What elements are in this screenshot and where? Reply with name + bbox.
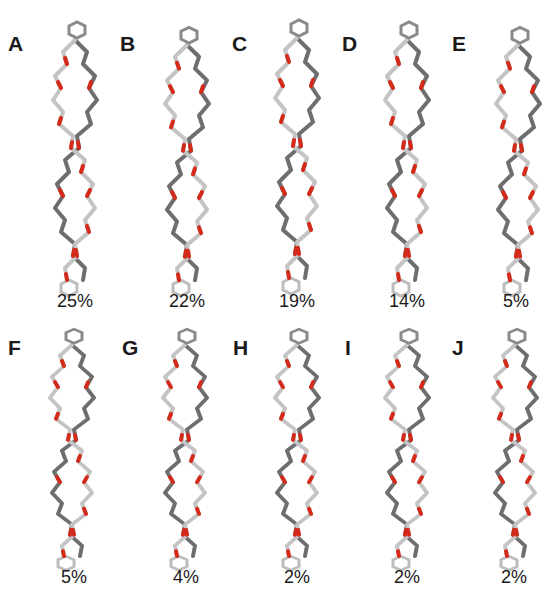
population-percent: 14%: [389, 292, 425, 310]
panel-letter: G: [122, 337, 138, 358]
population-percent: 25%: [57, 292, 93, 310]
panel-letter: B: [120, 33, 135, 54]
molecule: [275, 329, 319, 570]
molecule: [385, 22, 429, 296]
panel-letter: J: [452, 337, 464, 358]
panel-letter: E: [452, 33, 466, 54]
population-percent: 4%: [173, 568, 199, 586]
molecule: [165, 27, 209, 296]
molecule: [275, 20, 319, 294]
population-percent: 19%: [279, 292, 315, 310]
panel-letter: A: [8, 33, 23, 54]
population-percent: 2%: [394, 568, 420, 586]
molecule: [53, 22, 97, 296]
population-percent: 5%: [61, 568, 87, 586]
population-percent: 2%: [501, 568, 527, 586]
panel-letter: D: [342, 33, 357, 54]
population-percent: 5%: [503, 292, 529, 310]
molecule: [493, 329, 537, 570]
molecule: [50, 329, 94, 570]
molecule: [163, 329, 207, 570]
molecule: [385, 329, 429, 570]
panel-letter: I: [345, 337, 351, 358]
panel-letter: H: [233, 337, 248, 358]
population-percent: 22%: [169, 292, 205, 310]
panel-letter: F: [8, 337, 21, 358]
panel-letter: C: [232, 33, 247, 54]
population-percent: 2%: [284, 568, 310, 586]
molecule: [496, 27, 540, 296]
